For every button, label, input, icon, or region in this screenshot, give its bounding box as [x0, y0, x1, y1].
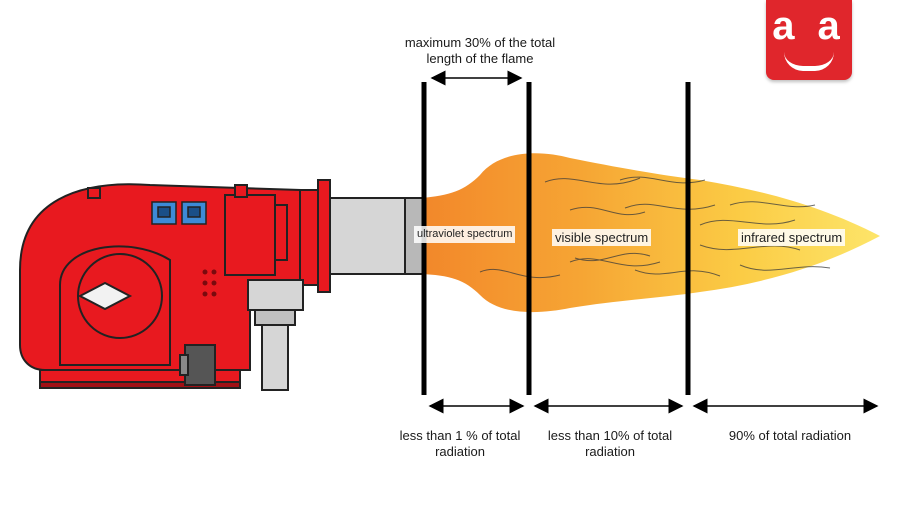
brand-logo-text: a a	[772, 4, 846, 48]
top-annotation-line2: length of the flame	[426, 51, 534, 66]
top-annotation: maximum 30% of the total length of the f…	[380, 35, 580, 67]
radiation-caption-ultraviolet: less than 1 % of total radiation	[380, 428, 540, 460]
radiation-caption-infrared: 90% of total radiation	[705, 428, 875, 444]
brand-logo: a a	[766, 0, 852, 80]
radiation-caption-visible-line1: less than 10% of total	[547, 428, 673, 443]
radiation-caption-ultraviolet-line1: less than 1 % of total	[399, 428, 521, 443]
control-buttons	[151, 201, 207, 225]
motor-knob	[179, 344, 216, 386]
zone-label-infrared: infrared spectrum	[738, 229, 846, 246]
radiation-caption-visible: less than 10% of total radiation	[530, 428, 690, 460]
fuel-pump	[247, 279, 304, 391]
burner-body	[19, 179, 331, 389]
radiation-caption-visible-line2: radiation	[585, 444, 635, 459]
vent-holes	[202, 269, 217, 297]
zone-label-visible: visible spectrum	[552, 229, 652, 246]
radiation-caption-ultraviolet-line2: radiation	[435, 444, 485, 459]
brand-logo-smile	[784, 52, 834, 71]
diamond-badge	[77, 281, 133, 311]
flame-wisps	[479, 176, 831, 279]
zone-label-ultraviolet: ultraviolet spectrum	[414, 226, 516, 243]
top-annotation-line1: maximum 30% of the total	[404, 35, 556, 50]
radiation-caption-infrared-line1: 90% of total radiation	[728, 428, 852, 443]
